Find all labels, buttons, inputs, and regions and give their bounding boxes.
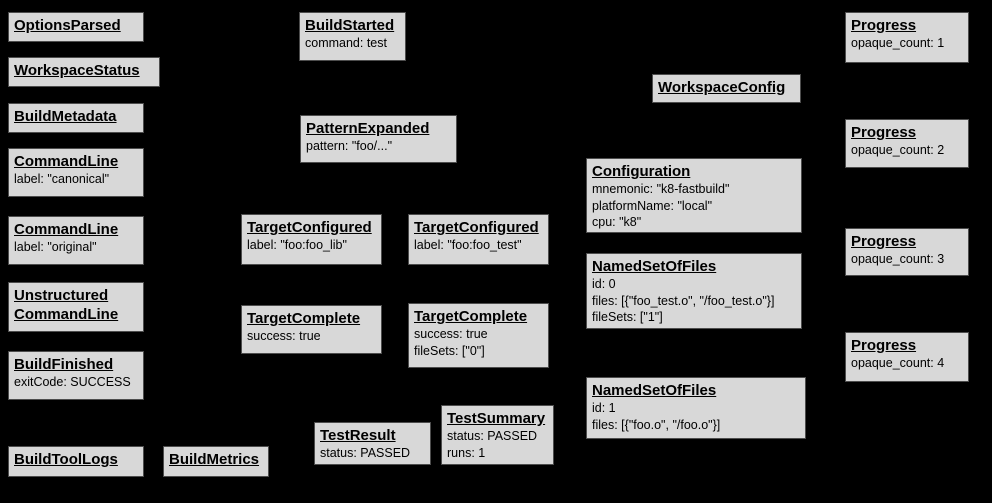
node-title: NamedSetOfFiles bbox=[592, 382, 717, 399]
node-title: WorkspaceConfig bbox=[658, 79, 786, 96]
node-title: TestSummary bbox=[447, 410, 546, 427]
node-field: command: test bbox=[305, 36, 387, 50]
node-field: opaque_count: 3 bbox=[851, 252, 945, 266]
node-title: TargetConfigured bbox=[414, 219, 539, 236]
node-target-configured-foo-lib: TargetConfigured label: "foo:foo_lib" bbox=[241, 214, 382, 265]
node-progress-2: Progress opaque_count: 2 bbox=[845, 119, 969, 168]
node-configuration: Configuration mnemonic: "k8-fastbuild" p… bbox=[586, 158, 802, 233]
node-target-complete-foo-test: TargetComplete success: true fileSets: [… bbox=[408, 303, 549, 368]
node-field: opaque_count: 1 bbox=[851, 36, 945, 50]
node-field: fileSets: ["0"] bbox=[414, 343, 485, 358]
node-build-finished: BuildFinished exitCode: SUCCESS bbox=[8, 351, 144, 400]
node-field: label: "canonical" bbox=[14, 172, 110, 186]
node-command-line-canonical: CommandLine label: "canonical" bbox=[8, 148, 144, 197]
node-field: files: [{"foo.o", "/foo.o"}] bbox=[592, 417, 721, 432]
node-field: files: [{"foo_test.o", "/foo_test.o"}] bbox=[592, 293, 775, 308]
node-target-configured-foo-test: TargetConfigured label: "foo:foo_test" bbox=[408, 214, 549, 265]
node-field: label: "foo:foo_lib" bbox=[247, 238, 347, 252]
node-title: Progress bbox=[851, 124, 917, 141]
node-title: BuildMetrics bbox=[169, 451, 260, 468]
node-field: label: "foo:foo_test" bbox=[414, 238, 522, 252]
node-workspace-config: WorkspaceConfig bbox=[652, 74, 801, 103]
node-title: BuildMetadata bbox=[14, 108, 117, 125]
node-title: TargetComplete bbox=[414, 308, 528, 325]
node-field: platformName: "local" bbox=[592, 198, 713, 213]
node-workspace-status: WorkspaceStatus bbox=[8, 57, 160, 87]
node-field: opaque_count: 4 bbox=[851, 356, 945, 370]
node-progress-1: Progress opaque_count: 1 bbox=[845, 12, 969, 63]
node-title: WorkspaceStatus bbox=[14, 62, 140, 79]
node-build-metrics: BuildMetrics bbox=[163, 446, 269, 477]
node-test-result: TestResult status: PASSED bbox=[314, 422, 431, 465]
node-field: id: 1 bbox=[592, 401, 616, 415]
node-title: OptionsParsed bbox=[14, 17, 121, 34]
node-title: Progress bbox=[851, 233, 917, 250]
node-field: fileSets: ["1"] bbox=[592, 310, 663, 324]
node-title: TestResult bbox=[320, 427, 396, 444]
node-build-started: BuildStarted command: test bbox=[299, 12, 406, 61]
node-field: status: PASSED bbox=[320, 446, 411, 460]
node-named-set-of-files-0: NamedSetOfFiles id: 0 files: [{"foo_test… bbox=[586, 253, 802, 329]
node-build-metadata: BuildMetadata bbox=[8, 103, 144, 133]
node-build-tool-logs: BuildToolLogs bbox=[8, 446, 144, 477]
node-title: TargetComplete bbox=[247, 310, 361, 327]
node-target-complete-foo-lib: TargetComplete success: true bbox=[241, 305, 382, 354]
node-field: exitCode: SUCCESS bbox=[14, 375, 131, 389]
node-options-parsed: OptionsParsed bbox=[8, 12, 144, 42]
node-field: pattern: "foo/..." bbox=[306, 139, 393, 153]
node-title: BuildStarted bbox=[305, 17, 395, 34]
node-field: success: true bbox=[247, 329, 321, 343]
node-pattern-expanded: PatternExpanded pattern: "foo/..." bbox=[300, 115, 457, 163]
node-test-summary: TestSummary status: PASSED runs: 1 bbox=[441, 405, 554, 465]
node-title: Configuration bbox=[592, 163, 691, 180]
node-title: BuildFinished bbox=[14, 356, 114, 373]
node-field: runs: 1 bbox=[447, 445, 486, 460]
node-title: Progress bbox=[851, 17, 917, 34]
node-title: TargetConfigured bbox=[247, 219, 372, 236]
node-title: BuildToolLogs bbox=[14, 451, 118, 468]
node-command-line-original: CommandLine label: "original" bbox=[8, 216, 144, 265]
node-field: cpu: "k8" bbox=[592, 215, 642, 229]
node-field: label: "original" bbox=[14, 240, 97, 254]
node-progress-4: Progress opaque_count: 4 bbox=[845, 332, 969, 382]
node-title: Progress bbox=[851, 337, 917, 354]
node-title: PatternExpanded bbox=[306, 120, 430, 137]
node-title: NamedSetOfFiles bbox=[592, 258, 717, 275]
node-field: id: 0 bbox=[592, 277, 616, 291]
node-title: CommandLine bbox=[14, 221, 119, 238]
node-field: opaque_count: 2 bbox=[851, 143, 945, 157]
node-unstructured-command-line: Unstructured CommandLine bbox=[8, 282, 144, 332]
node-title: Unstructured CommandLine bbox=[14, 287, 119, 323]
node-progress-3: Progress opaque_count: 3 bbox=[845, 228, 969, 276]
node-field: mnemonic: "k8-fastbuild" bbox=[592, 182, 730, 196]
node-field: success: true bbox=[414, 327, 488, 341]
node-named-set-of-files-1: NamedSetOfFiles id: 1 files: [{"foo.o", … bbox=[586, 377, 806, 439]
node-title: CommandLine bbox=[14, 153, 119, 170]
node-field: status: PASSED bbox=[447, 429, 538, 443]
